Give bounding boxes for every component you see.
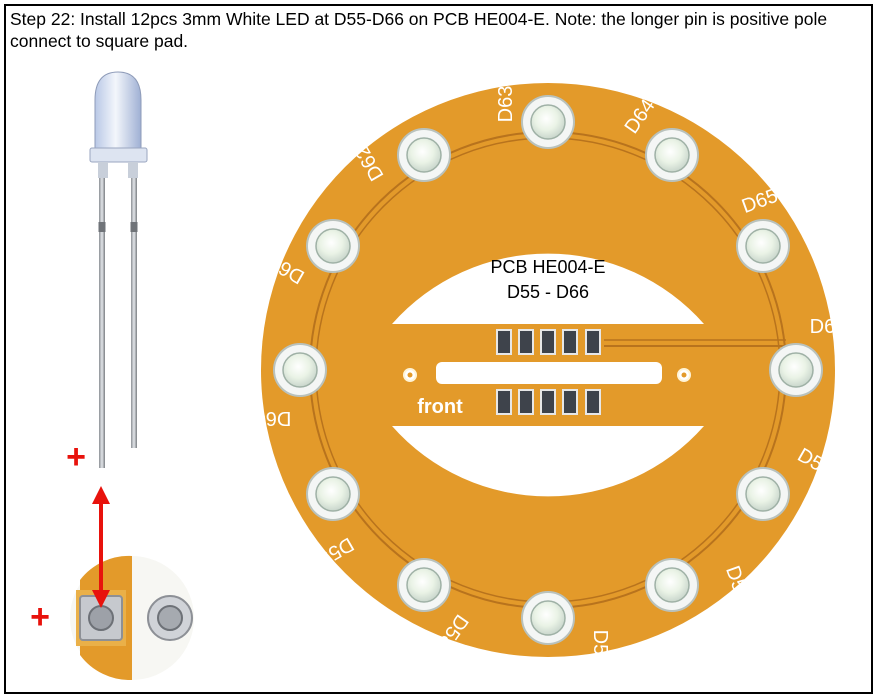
pcb-ring	[261, 83, 835, 657]
led-d59	[306, 467, 360, 521]
smd-pads-top	[496, 329, 601, 355]
pcb-window-top	[392, 253, 704, 324]
led-d56	[645, 558, 699, 612]
ring-leds	[273, 95, 823, 645]
led-d66	[769, 343, 823, 397]
loose-led	[89, 71, 148, 468]
led-d58	[397, 558, 451, 612]
short-lead	[131, 178, 137, 448]
long-lead-positive	[99, 178, 105, 468]
led-d60	[273, 343, 327, 397]
led-d65	[736, 219, 790, 273]
led-d61	[306, 219, 360, 273]
pad-closeup	[70, 555, 194, 681]
pcb-window-bottom	[392, 426, 704, 497]
pcb-range-label: D55 - D66	[507, 282, 589, 302]
pcb-center-slot	[436, 362, 662, 384]
led-d55	[736, 467, 790, 521]
pcb-name-label: PCB HE004-E	[490, 257, 605, 277]
label-d60: D60	[255, 407, 292, 429]
label-d66: D66	[810, 316, 847, 338]
led-d63	[521, 95, 575, 149]
front-silk-label: front	[417, 396, 463, 418]
instruction-caption: Step 22: Install 12pcs 3mm White LED at …	[10, 9, 828, 51]
pin-plus-sign: +	[66, 438, 86, 476]
label-d57: D57	[589, 630, 611, 667]
polarity-arrow	[92, 486, 110, 608]
led-d57	[521, 591, 575, 645]
led-d62	[397, 128, 451, 182]
smd-pads-bottom	[496, 389, 601, 415]
pad-plus-sign: +	[30, 598, 50, 636]
led-d64	[645, 128, 699, 182]
label-d63: D63	[495, 86, 517, 123]
